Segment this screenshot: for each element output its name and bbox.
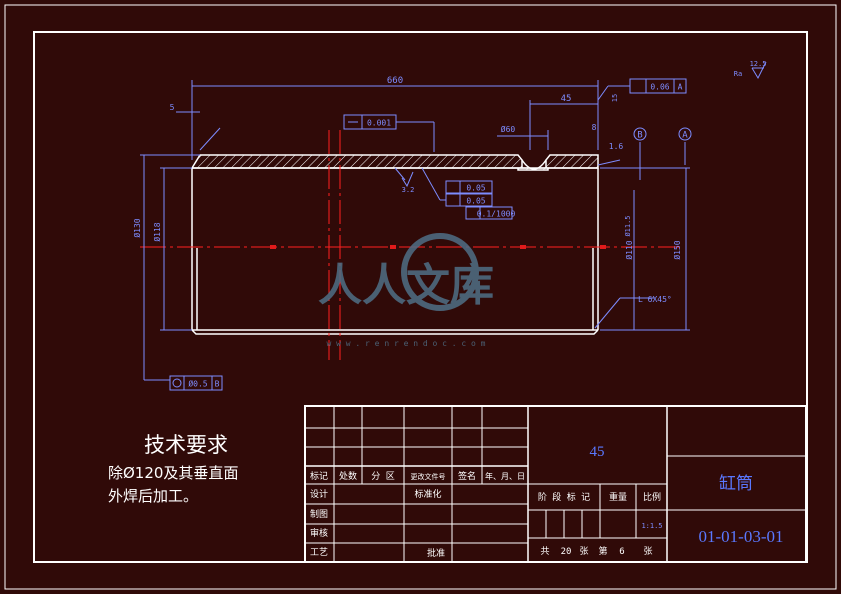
finish-local-value: 3.2 <box>402 186 415 194</box>
sheet-total-unit: 张 <box>579 546 588 557</box>
dim-ref: 45 <box>561 94 572 104</box>
role-standard: 标准化 <box>414 488 441 500</box>
notes-title: 技术要求 <box>144 433 228 457</box>
role-approve: 批准 <box>427 547 445 559</box>
drawing-number: 01-01-03-01 <box>699 527 784 546</box>
title-block-labels: 标记 处数 分 区 更改文件号 签名 年、月、日 设计 标准化 制图 审核 工艺… <box>310 470 663 559</box>
watermark-text: 人人文库 <box>318 260 494 311</box>
center-lines <box>140 130 680 360</box>
dim-chamfer-note: L 6X45° <box>638 295 672 304</box>
sheet-current: 6 <box>619 547 624 557</box>
dim-bore-inner: Ø118 <box>152 222 162 241</box>
datum-a: A <box>678 127 692 141</box>
finish-symbol-general <box>751 61 767 80</box>
fcf-flatness <box>343 114 397 130</box>
notes-line-2: 外焊后加工。 <box>108 487 198 505</box>
fcf-cylindricity <box>440 180 513 220</box>
finish-general-value: 12.5 <box>750 60 767 68</box>
dim-right-fit: Ø110 <box>624 240 634 259</box>
sheet-current-unit: 张 <box>643 546 652 557</box>
datum-b: B <box>633 127 647 141</box>
fcf-flatness-value: 0.001 <box>367 119 391 128</box>
dim-right-fit-2: Ø11.5 <box>624 215 632 236</box>
role-checker: 审核 <box>310 527 328 539</box>
dim-groove-depth: 8 <box>592 123 597 132</box>
stage-mark: 阶 段 标 记 <box>538 491 590 503</box>
stage-weight: 重量 <box>609 491 627 503</box>
dim-tip: 15 <box>611 94 619 102</box>
role-process: 工艺 <box>310 547 328 558</box>
sheet-total: 20 <box>561 547 572 557</box>
label-sign: 签名 <box>458 470 476 482</box>
scale-value: 1:1.5 <box>641 522 662 530</box>
dim-left-offset: 5 <box>170 103 175 112</box>
dim-overall-length: 660 <box>387 76 403 86</box>
finish-symbol-local <box>401 171 414 188</box>
fcf-cyl-3: 0.1/1000 <box>477 210 516 219</box>
label-doc-no: 更改文件号 <box>411 472 446 481</box>
fcf-bottom-left <box>169 375 223 391</box>
finish-general-label: Ra <box>734 70 742 78</box>
label-mark: 标记 <box>310 470 328 482</box>
notes-line-1: 除Ø120及其垂直面 <box>108 464 238 482</box>
fcf-top-right-value: 0.06 <box>650 83 669 92</box>
title-block-grid <box>304 405 807 563</box>
watermark-url: w w w . r e n r e n d o c . c o m <box>327 339 486 348</box>
label-count: 处数 <box>339 470 357 482</box>
sheet-trim-edge <box>4 4 837 590</box>
sheet-current-label: 第 <box>598 545 607 557</box>
part-name: 缸筒 <box>719 473 753 494</box>
dim-chamfer: 1.6 <box>609 142 624 151</box>
label-zone: 分 区 <box>371 471 394 482</box>
dimension-lines <box>140 80 690 381</box>
watermark: 人人文库 w w w . r e n r e n d o c . c o m <box>318 233 494 348</box>
centerline-ticks <box>270 245 606 249</box>
fcf-cyl-2: 0.05 <box>466 197 485 206</box>
sheet-total-label: 共 <box>540 546 549 557</box>
svg-text:B: B <box>637 131 642 141</box>
svg-text:A: A <box>682 131 688 141</box>
fcf-top-right <box>629 78 687 94</box>
dim-bore-dia: Ø130 <box>132 218 142 237</box>
role-design: 设计 <box>310 488 328 500</box>
label-date: 年、月、日 <box>485 471 525 481</box>
fcf-bottom-left-value: Ø0.5 <box>188 379 207 389</box>
cylinder-outline <box>190 154 599 335</box>
fcf-top-right-ref: A <box>678 83 683 92</box>
stage-scale: 比例 <box>643 491 661 503</box>
role-drafter: 制图 <box>310 508 328 520</box>
dim-groove-width: Ø60 <box>501 124 516 134</box>
fcf-cyl-1: 0.05 <box>466 184 485 193</box>
dim-right-dia: Ø150 <box>672 240 682 259</box>
fcf-bottom-left-ref: B <box>215 380 220 389</box>
material: 45 <box>590 444 605 460</box>
